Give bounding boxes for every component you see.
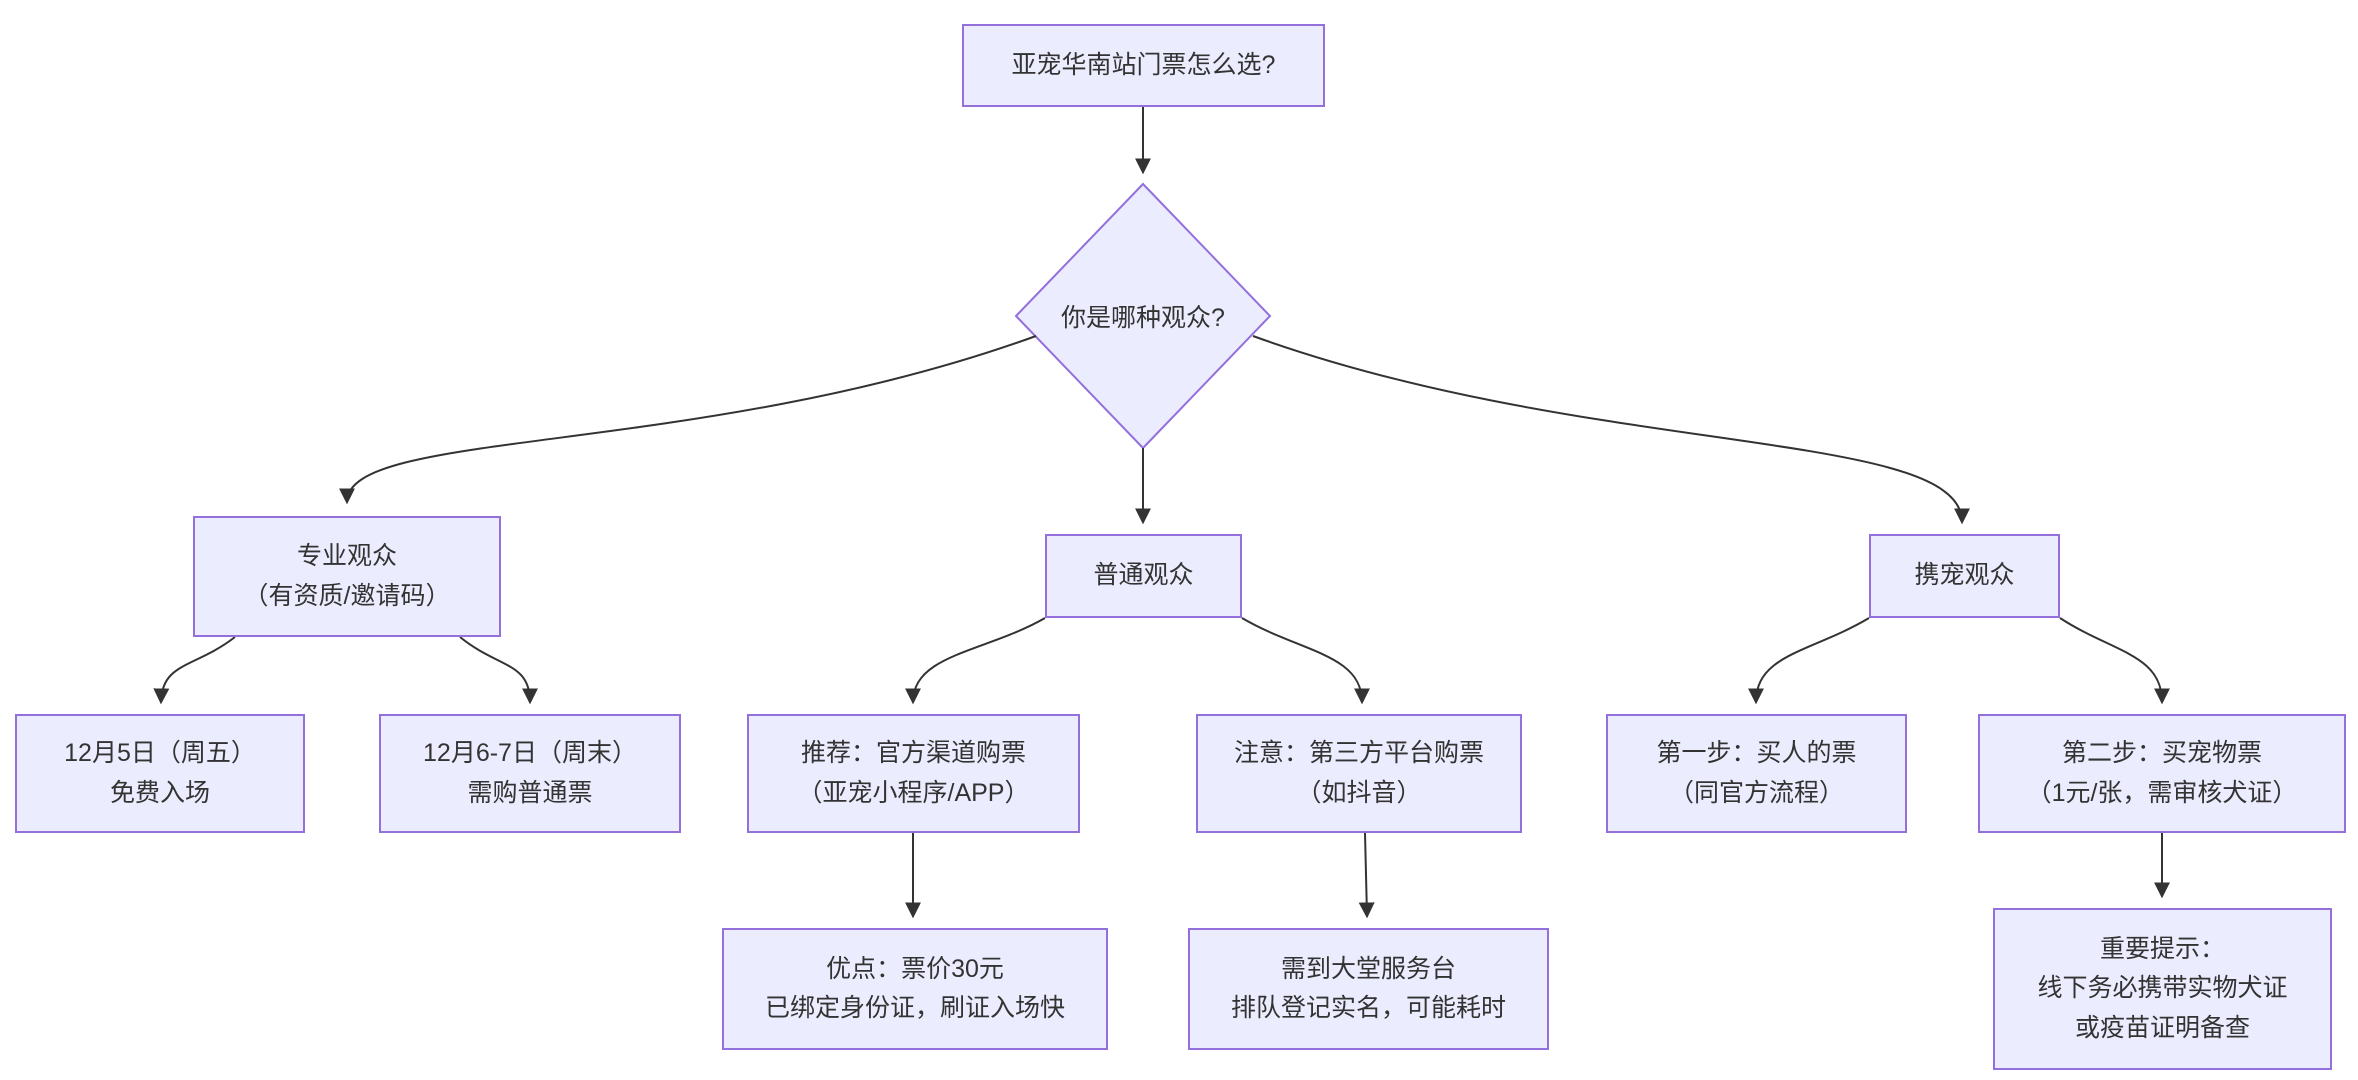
node-weekend-ticket: 12月6-7日（周末） 需购普通票 [379, 714, 681, 833]
node-thirdparty-platform: 注意：第三方平台购票 （如抖音） [1196, 714, 1522, 833]
node-important-reminder: 重要提示： 线下务必携带实物犬证 或疫苗证明备查 [1993, 908, 2332, 1070]
edge-decision-pro [339, 335, 1037, 505]
node-text: 需到大堂服务台 [1280, 954, 1456, 983]
node-text: 第一步：买人的票 [1656, 739, 1857, 767]
node-pet-visitor: 携宠观众 [1869, 534, 2060, 618]
node-official-channel: 推荐：官方渠道购票 （亚宠小程序/APP） [747, 714, 1080, 833]
node-pet-step1-human-ticket: 第一步：买人的票 （同官方流程） [1606, 714, 1907, 833]
node-text: 优点：票价30元 [826, 954, 1004, 983]
node-normal-visitor: 普通观众 [1045, 534, 1242, 618]
edge-normal-third [1241, 617, 1370, 705]
node-text: （如抖音） [1296, 778, 1422, 807]
edge-pet-step2 [2059, 617, 2170, 705]
node-text: 重要提示： [2099, 934, 2225, 963]
node-pet-step2-pet-ticket: 第二步：买宠物票 （1元/张，需审核犬证） [1978, 714, 2346, 833]
node-text: 12月5日（周五） [64, 739, 256, 767]
node-text: 第二步：买宠物票 [2061, 739, 2262, 767]
node-decision-label: 你是哪种观众? [1003, 294, 1283, 338]
node-text: 专业观众 [296, 542, 397, 570]
node-text: 注意：第三方平台购票 [1233, 739, 1484, 767]
node-text: （1元/张，需审核犬证） [2026, 778, 2298, 807]
node-text: 推荐：官方渠道购票 [800, 739, 1026, 767]
edge-pet-step1 [1748, 617, 1870, 705]
node-text: 已绑定身份证，刷证入场快 [764, 994, 1065, 1022]
node-text: （亚宠小程序/APP） [797, 778, 1030, 807]
edge-decision-pet [1252, 335, 1970, 525]
node-text: 排队登记实名，可能耗时 [1230, 994, 1506, 1022]
node-service-desk-note: 需到大堂服务台 排队登记实名，可能耗时 [1188, 928, 1549, 1050]
node-text: 普通观众 [1093, 561, 1194, 590]
node-root-question: 亚宠华南站门票怎么选? [962, 24, 1325, 107]
node-professional-visitor: 专业观众 （有资质/邀请码） [193, 516, 501, 637]
node-text: 你是哪种观众? [1061, 304, 1225, 332]
node-text: （同官方流程） [1668, 778, 1844, 807]
edge-pro-weekend [459, 636, 538, 705]
node-text: 携宠观众 [1914, 561, 2015, 590]
node-text: 12月6-7日（周末） [423, 739, 637, 767]
node-text: 或疫苗证明备查 [2074, 1013, 2250, 1042]
node-text: （有资质/邀请码） [243, 581, 451, 610]
node-text: 亚宠华南站门票怎么选? [1011, 50, 1276, 79]
node-text: 线下务必携带实物犬证 [2037, 974, 2288, 1003]
node-text: 需购普通票 [467, 778, 593, 807]
edge-third-desk [1358, 832, 1375, 919]
node-friday-free-entry: 12月5日（周五） 免费入场 [15, 714, 305, 833]
node-text: 免费入场 [109, 778, 210, 807]
node-official-benefit: 优点：票价30元 已绑定身份证，刷证入场快 [722, 928, 1108, 1050]
edge-pro-fri [153, 636, 236, 705]
edge-normal-official [905, 617, 1046, 705]
